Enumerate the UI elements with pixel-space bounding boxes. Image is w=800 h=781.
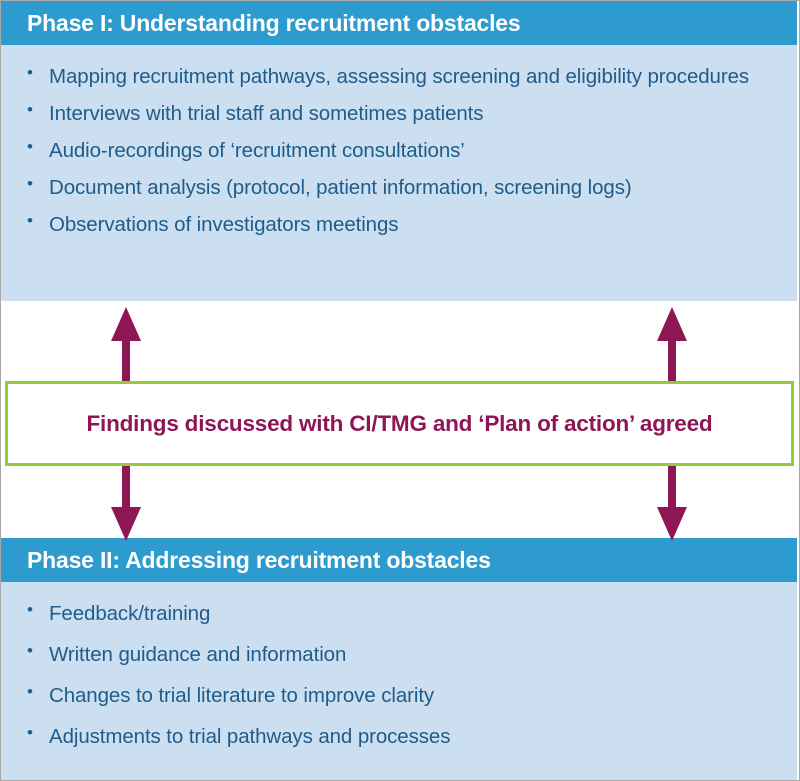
arrow-up-icon [108, 307, 144, 385]
list-item: Observations of investigators meetings [23, 210, 777, 238]
findings-text: Findings discussed with CI/TMG and ‘Plan… [86, 410, 713, 436]
phase-2-header: Phase II: Addressing recruitment obstacl… [1, 538, 797, 582]
arrow-down-icon [108, 463, 144, 541]
phase-2-title: Phase II: Addressing recruitment obstacl… [27, 546, 491, 573]
list-item: Audio-recordings of ‘recruitment consult… [23, 136, 777, 164]
phase-2-bullet-list: Feedback/training Written guidance and i… [23, 599, 777, 750]
list-item: Adjustments to trial pathways and proces… [23, 722, 777, 750]
arrow-up-icon [654, 307, 690, 385]
phase-1-bullet-list: Mapping recruitment pathways, assessing … [23, 62, 777, 238]
list-item: Feedback/training [23, 599, 777, 627]
findings-box: Findings discussed with CI/TMG and ‘Plan… [5, 381, 794, 466]
list-item: Document analysis (protocol, patient inf… [23, 173, 777, 201]
list-item: Mapping recruitment pathways, assessing … [23, 62, 777, 90]
gap-below-findings [1, 466, 797, 538]
phase-1-body: Mapping recruitment pathways, assessing … [1, 45, 797, 258]
phase-2-box: Phase II: Addressing recruitment obstacl… [1, 538, 797, 780]
phase-1-title: Phase I: Understanding recruitment obsta… [27, 9, 521, 36]
arrow-down-icon [654, 463, 690, 541]
list-item: Written guidance and information [23, 640, 777, 668]
phase-1-header: Phase I: Understanding recruitment obsta… [1, 1, 797, 45]
phase-2-body: Feedback/training Written guidance and i… [1, 582, 797, 774]
phase-1-box: Phase I: Understanding recruitment obsta… [1, 1, 797, 301]
list-item: Interviews with trial staff and sometime… [23, 99, 777, 127]
list-item: Changes to trial literature to improve c… [23, 681, 777, 709]
